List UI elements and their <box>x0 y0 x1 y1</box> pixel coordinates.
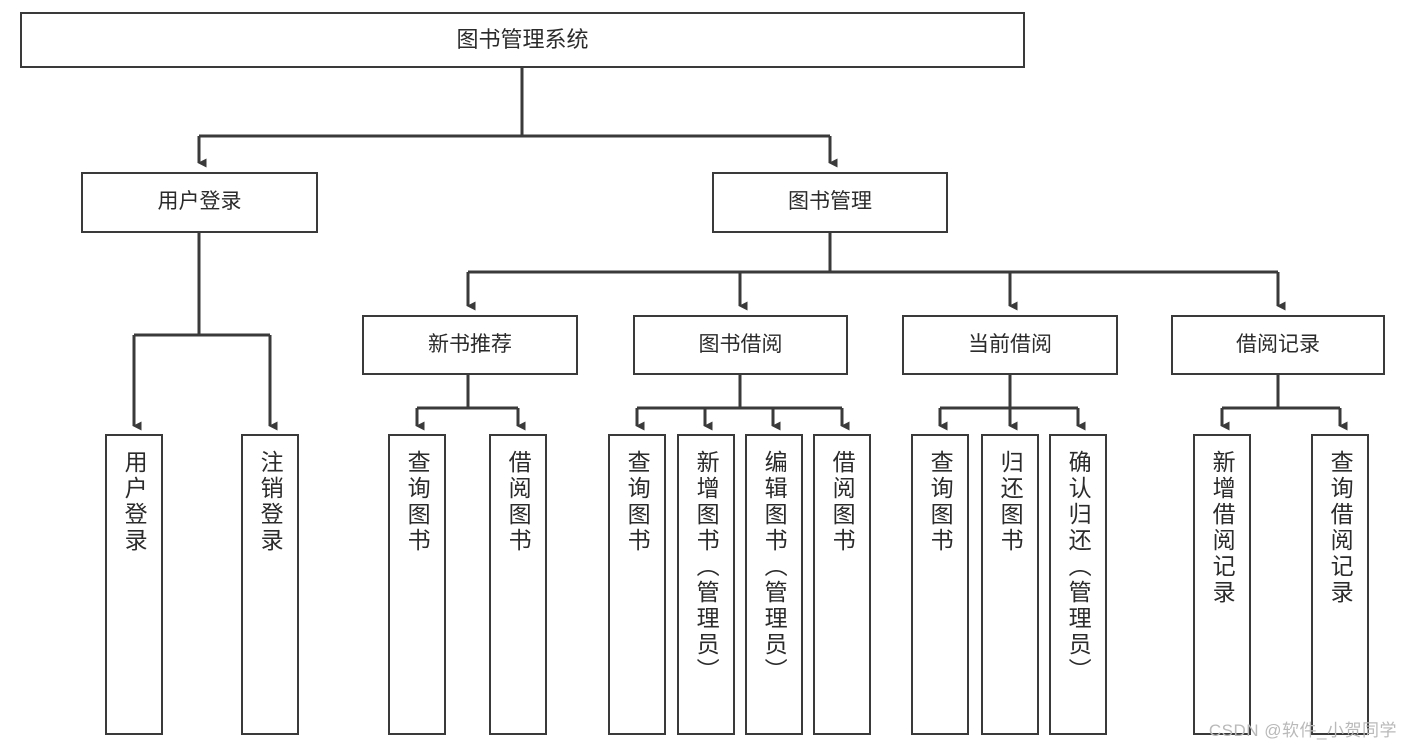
node-label: 借阅记录 <box>1236 332 1320 356</box>
node-label: 借阅图书 <box>829 450 856 554</box>
csdn-watermark: CSDN @软件_小贺同学 <box>1208 721 1397 740</box>
leaf-add-borrow-record[interactable]: 新增借阅记录 <box>1193 434 1251 735</box>
leaf-user-login[interactable]: 用户登录 <box>105 434 163 735</box>
node-label: 新增借阅记录 <box>1209 450 1236 606</box>
node-label: 查询借阅记录 <box>1327 450 1354 606</box>
node-user-login[interactable]: 用户登录 <box>81 172 318 233</box>
leaf-confirm-return-admin[interactable]: 确认归还（管理员） <box>1049 434 1107 735</box>
leaf-borrow-book-new[interactable]: 借阅图书 <box>489 434 547 735</box>
node-new-book-recommendation[interactable]: 新书推荐 <box>362 315 578 375</box>
leaf-return-book[interactable]: 归还图书 <box>981 434 1039 735</box>
leaf-borrow-book[interactable]: 借阅图书 <box>813 434 871 735</box>
leaf-logout[interactable]: 注销登录 <box>241 434 299 735</box>
node-label: 图书管理 <box>788 190 872 214</box>
node-label: 用户登录 <box>157 190 242 214</box>
node-label: 查询图书 <box>404 450 431 554</box>
node-label: 图书管理系统 <box>456 27 589 53</box>
leaf-query-book-new[interactable]: 查询图书 <box>388 434 446 735</box>
node-label: 新书推荐 <box>428 332 512 356</box>
node-label: 图书借阅 <box>698 332 783 356</box>
node-label: 新增图书（管理员） <box>693 450 720 684</box>
node-label: 用户登录 <box>121 450 148 554</box>
node-book-management[interactable]: 图书管理 <box>712 172 948 233</box>
node-label: 查询图书 <box>624 450 651 554</box>
node-label: 确认归还（管理员） <box>1065 450 1092 684</box>
node-label: 当前借阅 <box>968 332 1052 356</box>
node-label: 借阅图书 <box>505 450 532 554</box>
node-label: 注销登录 <box>257 450 284 554</box>
node-label: 查询图书 <box>927 450 954 554</box>
node-label: 编辑图书（管理员） <box>761 450 788 684</box>
node-borrowing-records[interactable]: 借阅记录 <box>1171 315 1385 375</box>
leaf-query-book-borrow[interactable]: 查询图书 <box>608 434 666 735</box>
leaf-add-book-admin[interactable]: 新增图书（管理员） <box>677 434 735 735</box>
node-book-borrowing[interactable]: 图书借阅 <box>633 315 848 375</box>
node-label: 归还图书 <box>997 450 1024 554</box>
node-root-book-management-system[interactable]: 图书管理系统 <box>20 12 1025 68</box>
leaf-edit-book-admin[interactable]: 编辑图书（管理员） <box>745 434 803 735</box>
node-current-borrowing[interactable]: 当前借阅 <box>902 315 1118 375</box>
leaf-query-borrow-record[interactable]: 查询借阅记录 <box>1311 434 1369 735</box>
leaf-query-book-current[interactable]: 查询图书 <box>911 434 969 735</box>
